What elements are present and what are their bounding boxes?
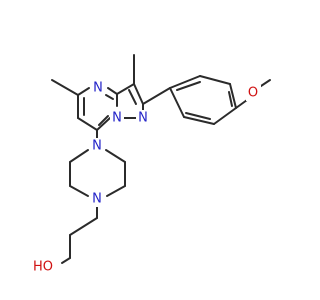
- bond: [69, 149, 89, 163]
- atom-n-bridge: N: [112, 111, 122, 126]
- bond: [107, 87, 118, 95]
- bond: [116, 83, 135, 95]
- bond: [185, 112, 211, 120]
- pyrimidine-ring: [51, 79, 118, 131]
- hydroxyethyl-chain: [61, 204, 98, 264]
- bond: [169, 87, 185, 118]
- atom-n-piperazine-bottom: N: [92, 192, 102, 207]
- atom-label-bg: [90, 191, 104, 207]
- bond: [106, 185, 126, 197]
- bond: [142, 87, 171, 105]
- bond: [169, 75, 201, 89]
- bond: [96, 117, 111, 131]
- bond: [176, 81, 201, 91]
- pyrazole-ring: [116, 54, 144, 119]
- atom-hydroxyl: HO: [33, 260, 53, 275]
- bond: [228, 91, 233, 107]
- bond: [235, 99, 248, 109]
- methoxyphenyl-ring: [142, 75, 271, 125]
- bond: [77, 87, 90, 96]
- structure-canvas: N N N N N O HO: [30, 54, 271, 275]
- atom-n-piperazine-top: N: [92, 139, 102, 154]
- atom-labels: N N N N N O HO: [30, 80, 261, 275]
- bond: [213, 107, 237, 125]
- atom-label-bg: [90, 138, 104, 154]
- atom-label-bg: [110, 110, 124, 126]
- bond: [77, 117, 98, 131]
- molecule-structure: N N N N N O HO: [30, 54, 271, 275]
- bond: [183, 116, 215, 125]
- atom-label-bg: [136, 110, 150, 126]
- bond: [69, 185, 89, 197]
- atom-label-bg: [30, 259, 56, 275]
- atom-n-pyrimidine: N: [93, 81, 103, 96]
- bond: [51, 79, 79, 96]
- bond: [199, 75, 231, 85]
- bond: [133, 83, 144, 105]
- atom-n-pyrazole: N: [138, 111, 148, 126]
- atom-o-methoxy: O: [248, 86, 258, 101]
- atom-label-bg: [91, 80, 105, 96]
- atom-label-bg: [246, 85, 261, 101]
- bond: [105, 94, 114, 100]
- bond: [61, 257, 71, 264]
- bond: [128, 89, 137, 105]
- bond: [229, 83, 237, 109]
- bond: [69, 217, 98, 236]
- bond: [98, 115, 109, 126]
- bond: [105, 149, 126, 163]
